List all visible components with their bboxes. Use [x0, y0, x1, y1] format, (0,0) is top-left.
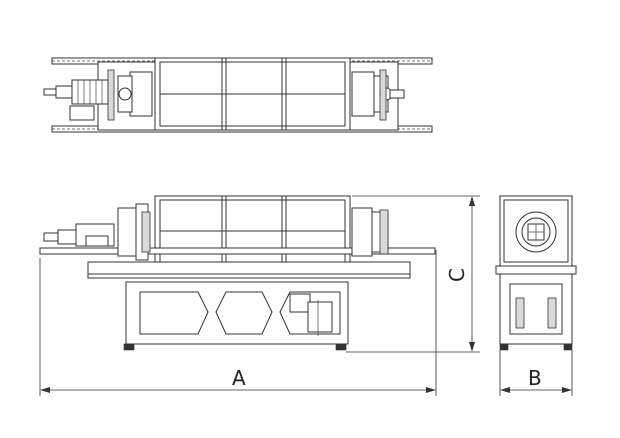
dimension-a — [39, 250, 437, 396]
dimension-a-label: A — [232, 366, 246, 390]
front-view-oven — [154, 195, 351, 267]
dimension-b-label: B — [528, 366, 542, 390]
dimension-b — [499, 350, 573, 396]
front-view-base-frame — [125, 281, 349, 345]
dimension-c — [346, 195, 480, 353]
top-view-left-head — [43, 69, 153, 121]
front-view — [39, 195, 436, 351]
front-view-rail — [39, 247, 436, 255]
front-view-bed — [87, 261, 411, 275]
side-view — [495, 195, 577, 351]
top-view-oven — [154, 57, 351, 131]
front-view-right-head — [351, 207, 389, 257]
front-view-casters — [123, 343, 347, 351]
top-view — [43, 57, 433, 133]
top-view-right-head — [351, 69, 405, 121]
dimension-c-label: C — [445, 268, 469, 282]
front-view-left-head — [43, 203, 151, 261]
